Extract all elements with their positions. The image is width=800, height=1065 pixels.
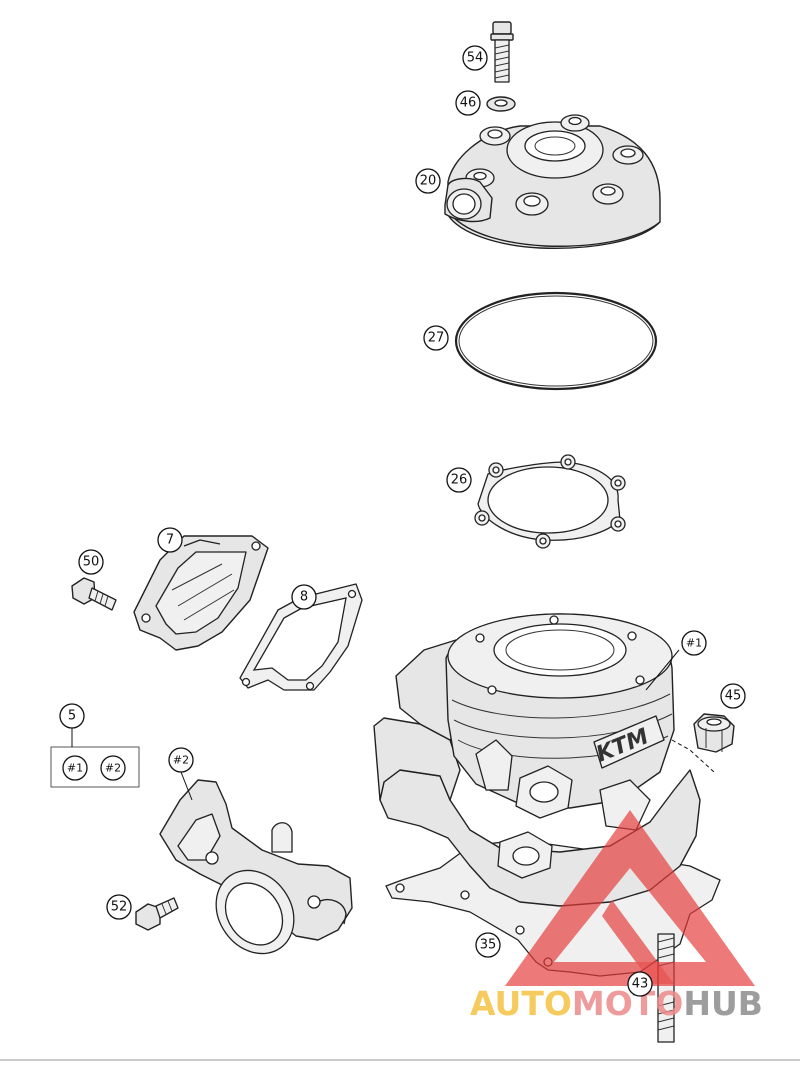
bolt-50 — [71, 577, 117, 611]
svg-text:46: 46 — [460, 96, 477, 111]
watermark-auto: AUTO — [470, 984, 572, 1023]
svg-text:#1: #1 — [686, 637, 702, 650]
svg-text:52: 52 — [111, 900, 128, 915]
nut-45 — [693, 713, 735, 753]
svg-text:20: 20 — [420, 174, 437, 189]
callout-50: 50 — [78, 549, 104, 575]
svg-text:7: 7 — [166, 533, 174, 548]
watermark-triangle-mark — [505, 810, 755, 986]
cylinder-1: KTM — [373, 613, 721, 977]
bolt-54 — [490, 21, 514, 83]
svg-text:#2: #2 — [105, 762, 121, 775]
callout-7: 7 — [157, 527, 183, 553]
svg-text:AUTOMOTOHUB: AUTOMOTOHUB — [470, 984, 763, 1023]
o-ring-27 — [454, 291, 658, 391]
callout-8: 8 — [291, 584, 317, 610]
svg-text:54: 54 — [467, 51, 484, 66]
svg-text:35: 35 — [480, 938, 497, 953]
callout-27: 27 — [423, 325, 449, 351]
svg-text:50: 50 — [83, 555, 100, 570]
watermark-moto: MOTO — [572, 984, 683, 1023]
svg-text:27: 27 — [428, 331, 445, 346]
leader-lines — [180, 649, 680, 801]
bolt-52 — [135, 897, 179, 931]
svg-text:26: 26 — [451, 473, 468, 488]
washer-46 — [486, 96, 516, 112]
callout-cylinder-1: #1 — [681, 630, 707, 656]
watermark-hub: HUB — [683, 984, 763, 1023]
svg-text:#1: #1 — [67, 762, 83, 775]
cylinder-head-20 — [444, 114, 661, 249]
svg-text:#2: #2 — [173, 754, 189, 767]
gasket-8 — [239, 583, 363, 691]
svg-text:5: 5 — [68, 709, 76, 724]
callout-5: 5 — [59, 703, 85, 729]
callout-52: 52 — [106, 894, 132, 920]
callout-43: 43 — [627, 971, 653, 997]
callout-20: 20 — [415, 168, 441, 194]
callout-kit-1: #1 — [62, 755, 88, 781]
reed-valve-7 — [133, 535, 269, 651]
callout-manifold-2: #2 — [168, 747, 194, 773]
kit-box-5 — [50, 728, 140, 788]
callout-54: 54 — [462, 45, 488, 71]
gasket-26 — [474, 454, 626, 549]
watermark-logo: AUTOMOTOHUB — [470, 810, 763, 1023]
svg-text:8: 8 — [300, 590, 308, 605]
callout-46: 46 — [455, 90, 481, 116]
callout-35: 35 — [475, 932, 501, 958]
svg-text:43: 43 — [632, 977, 649, 992]
callout-kit-2: #2 — [100, 755, 126, 781]
callout-26: 26 — [446, 467, 472, 493]
svg-text:45: 45 — [725, 689, 742, 704]
intake-manifold-2 — [159, 779, 353, 955]
callout-45: 45 — [720, 683, 746, 709]
